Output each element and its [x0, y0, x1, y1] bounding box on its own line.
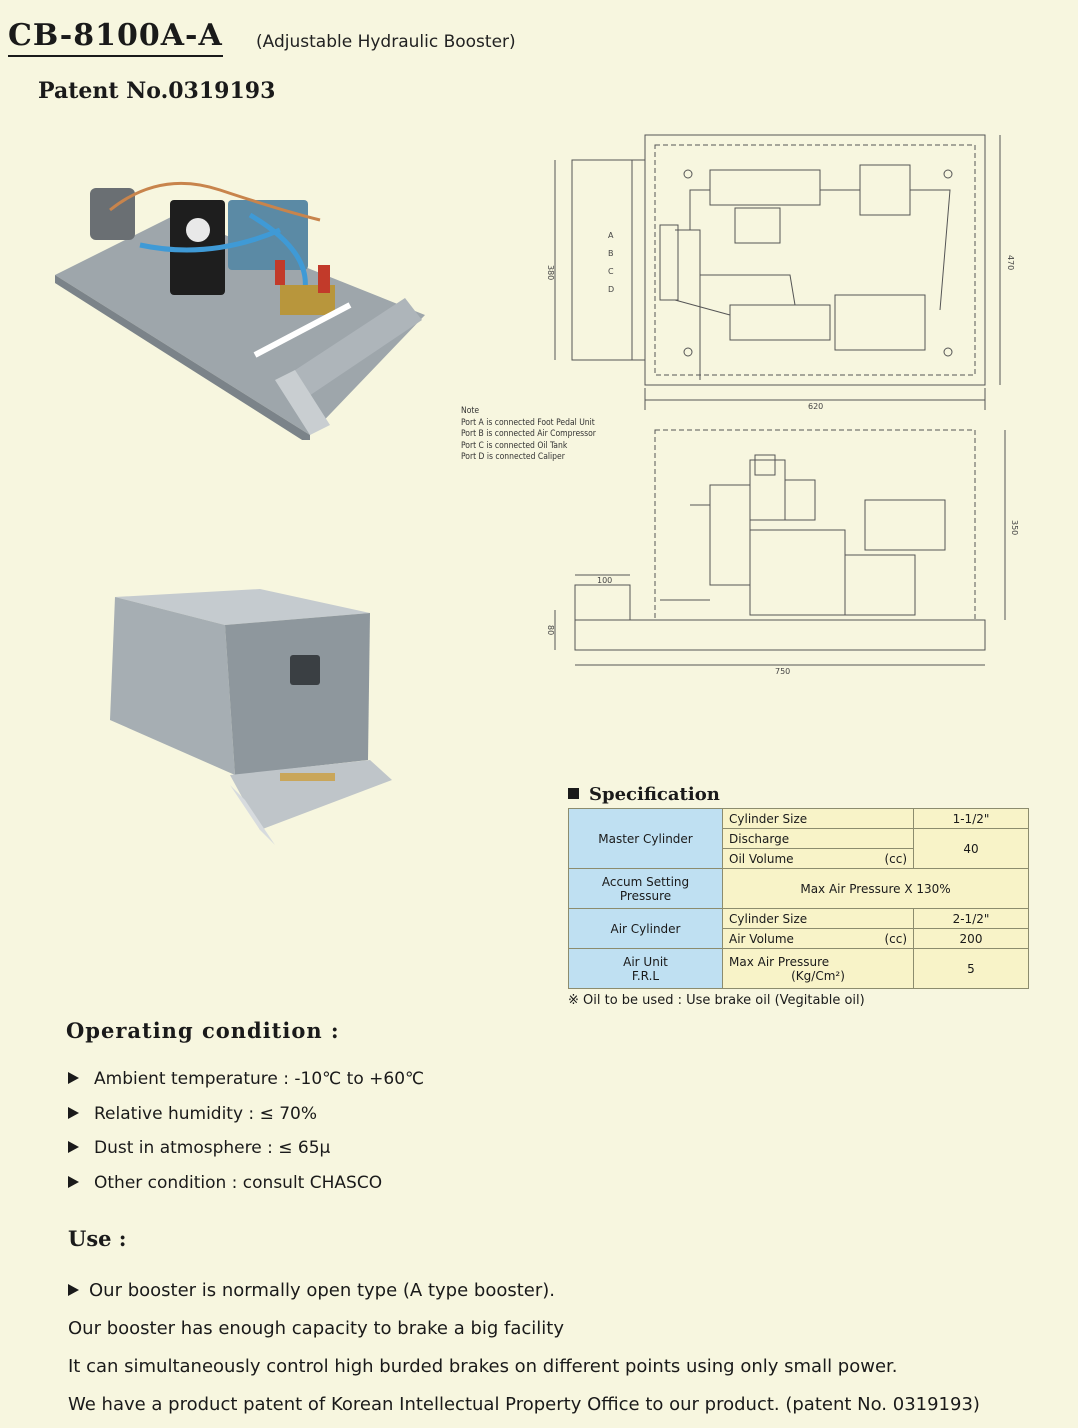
- bullet-triangle-icon: [68, 1072, 79, 1084]
- use-line-4: We have a product patent of Korean Intel…: [68, 1394, 980, 1415]
- oil-volume-label: Oil Volume: [729, 851, 794, 866]
- bullet-triangle-icon: [68, 1175, 79, 1188]
- cylinder-size-value: 1-1/2": [913, 808, 1029, 829]
- accum-value: Max Air Pressure X 130%: [722, 868, 1029, 909]
- ambient-temperature: Ambient temperature : -10℃ to +60℃: [94, 1069, 425, 1089]
- model-subtitle: (Adjustable Hydraulic Booster): [256, 32, 516, 52]
- air-volume-unit: (cc): [884, 931, 907, 946]
- air-cylinder-label: Air Cylinder: [568, 908, 723, 949]
- note-port-d: Port D is connected Caliper: [461, 452, 565, 462]
- list-item: Other condition : consult CHASCO: [68, 1166, 424, 1201]
- dim-100: 100: [597, 576, 612, 585]
- dim-750: 750: [775, 667, 790, 675]
- booster-open-photo: [50, 170, 430, 440]
- top-view-drawing: A B C D 380 470 620: [546, 134, 1015, 410]
- air-pressure-unit: (Kg/Cm²): [791, 968, 845, 983]
- dim-380: 380: [546, 265, 555, 280]
- air-cylinder-size-label: Cylinder Size: [722, 908, 914, 929]
- bullet-triangle-icon: [68, 1284, 79, 1296]
- port-label-a: A: [608, 231, 614, 240]
- dim-470: 470: [1006, 255, 1015, 270]
- relative-humidity: Relative humidity : ≤ 70%: [94, 1103, 318, 1124]
- port-label-b: B: [608, 249, 614, 258]
- use-description: Our booster is normally open type (A typ…: [68, 1272, 980, 1424]
- air-unit-label-line2: F.R.L: [631, 968, 660, 983]
- air-pressure-label-text: Max Air Pressure: [729, 954, 830, 969]
- air-pressure-label: Max Air Pressure(Kg/Cm²): [722, 948, 914, 989]
- accum-label-line2: Pressure: [619, 888, 672, 903]
- specification-table: Master Cylinder Cylinder Size 1-1/2" Dis…: [568, 808, 1029, 989]
- specification-title: Specification: [589, 784, 720, 805]
- specification-heading: Specification: [568, 784, 720, 805]
- operating-condition-heading: Operating condition :: [66, 1018, 340, 1043]
- oil-volume-unit: (cc): [884, 851, 907, 866]
- bullet-triangle-icon: [68, 1106, 79, 1119]
- air-cylinder-size-value: 2-1/2": [913, 908, 1029, 929]
- discharge-label: Discharge: [722, 828, 914, 849]
- port-label-d: D: [608, 285, 614, 294]
- oil-note: ※ Oil to be used : Use brake oil (Vegita…: [568, 993, 865, 1008]
- air-unit-label-line1: Air Unit: [623, 954, 668, 969]
- note-port-b: Port B is connected Air Compressor: [461, 429, 596, 439]
- list-item: Dust in atmosphere : ≤ 65μ: [68, 1131, 424, 1166]
- dim-350: 350: [1010, 520, 1019, 535]
- bullet-triangle-icon: [68, 1141, 79, 1153]
- air-pressure-value: 5: [913, 948, 1029, 989]
- list-item: Ambient temperature : -10℃ to +60℃: [68, 1062, 424, 1097]
- use-line-2: Our booster has enough capacity to brake…: [68, 1318, 565, 1339]
- patent-number: Patent No.0319193: [38, 78, 276, 104]
- dim-80: 80: [546, 625, 555, 635]
- dust-in-atmosphere: Dust in atmosphere : ≤ 65μ: [94, 1138, 331, 1158]
- drawing-notes: Note Port A is connected Foot Pedal Unit…: [461, 406, 596, 464]
- operating-condition-list: Ambient temperature : -10℃ to +60℃ Relat…: [68, 1062, 424, 1200]
- air-volume-value: 200: [913, 928, 1029, 949]
- booster-box-photo: [100, 585, 400, 850]
- air-volume-cell: Air Volume (cc): [722, 928, 914, 949]
- note-port-c: Port C is connected Oil Tank: [461, 440, 568, 451]
- other-condition: Other condition : consult CHASCO: [94, 1172, 383, 1193]
- model-title: CB-8100A-A: [8, 18, 223, 57]
- dim-620: 620: [808, 402, 823, 410]
- accum-label-line1: Accum Setting: [601, 874, 690, 889]
- note-heading: Note: [461, 406, 480, 416]
- use-line-3: It can simultaneously control high burde…: [68, 1356, 898, 1377]
- port-label-c: C: [608, 267, 614, 276]
- use-line-1-text: Our booster is normally open type (A typ…: [89, 1280, 555, 1301]
- oil-volume-value: 40: [913, 828, 1029, 869]
- use-line-1: Our booster is normally open type (A typ…: [68, 1272, 980, 1310]
- air-volume-label: Air Volume: [729, 931, 794, 946]
- side-view-drawing: 350 100 80 750: [546, 429, 1019, 675]
- list-item: Relative humidity : ≤ 70%: [68, 1097, 424, 1132]
- cylinder-size-label: Cylinder Size: [722, 808, 914, 829]
- use-heading: Use :: [68, 1226, 127, 1251]
- note-port-a: Port A is connected Foot Pedal Unit: [461, 417, 595, 428]
- master-cylinder-label: Master Cylinder: [568, 808, 723, 869]
- oil-volume-cell: Oil Volume (cc): [722, 848, 914, 869]
